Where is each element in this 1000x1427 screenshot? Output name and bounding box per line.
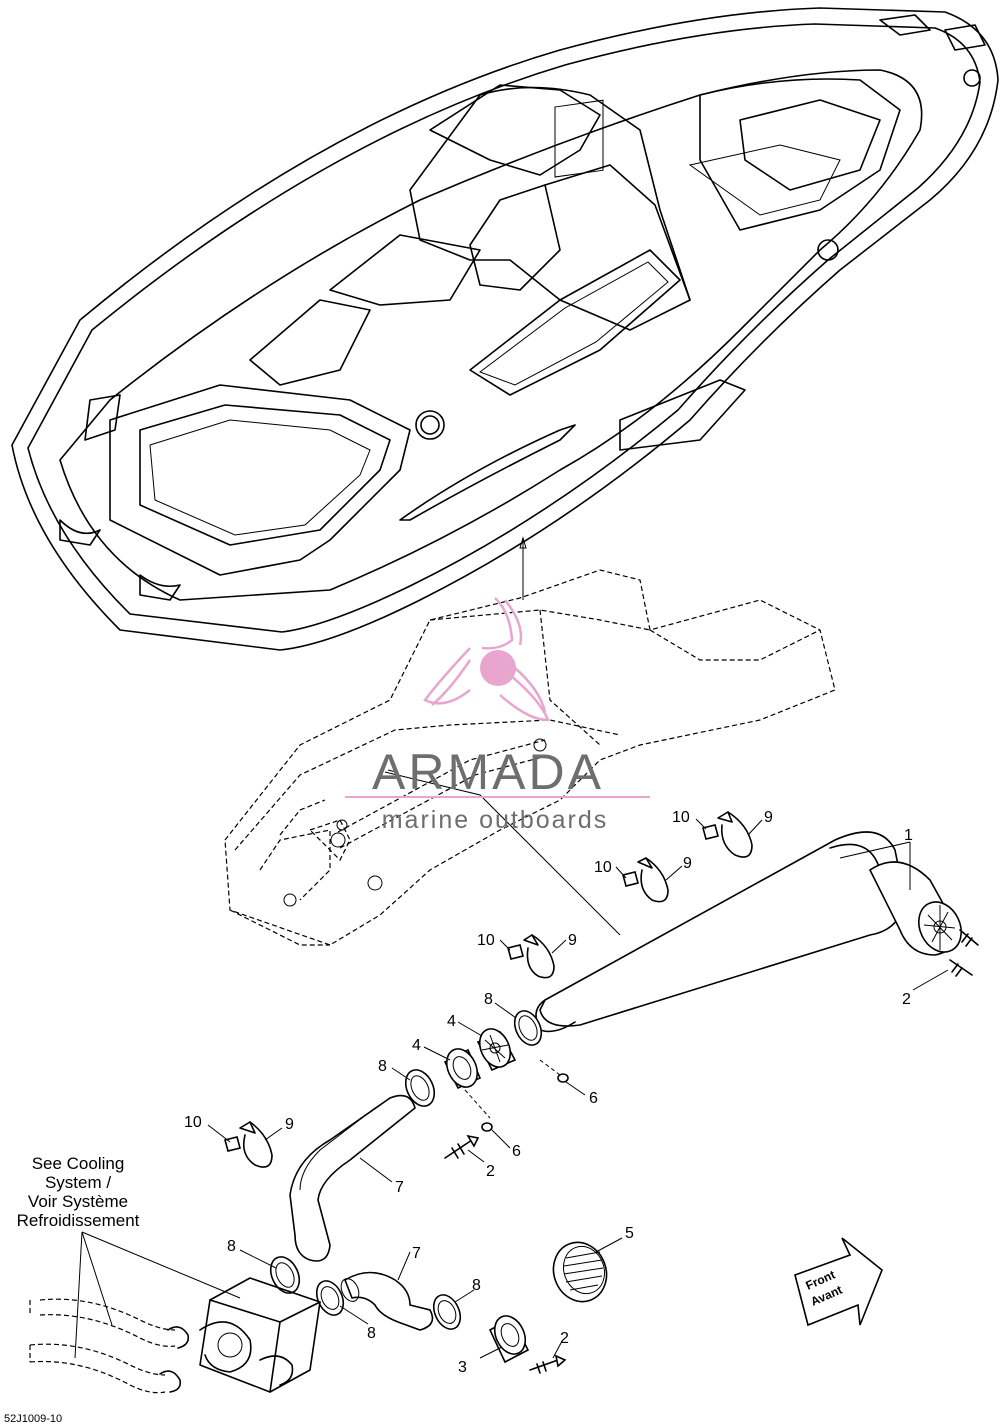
callout-7-lower: 7: [412, 1245, 421, 1262]
callout-8-lower-right: 8: [472, 1277, 481, 1294]
callout-10-left: 10: [184, 1114, 202, 1131]
hose-clamp-lower-right: [432, 1294, 462, 1330]
hull-deck-illustration: [11, 7, 999, 651]
flange-lower: [443, 1048, 482, 1090]
callout-8-upper: 8: [484, 991, 493, 1008]
callout-9-top: 9: [764, 809, 773, 826]
flange-upper: [476, 1028, 517, 1072]
clamp-left: [224, 1121, 273, 1168]
muffler-box: [199, 1277, 321, 1393]
propeller-hub: [480, 650, 516, 686]
washer-upper: [557, 1073, 569, 1083]
screw-lower: [444, 1139, 473, 1159]
watermark-subtitle: marine outboards: [382, 806, 609, 834]
callout-8-mid: 8: [378, 1058, 387, 1075]
callout-4-lower: 4: [412, 1037, 421, 1054]
watermark-brand: ARMADA: [372, 744, 604, 800]
clamp-lower-mid: [507, 934, 555, 979]
callout-2-flange: 2: [486, 1163, 495, 1180]
note-line-4: Refroidissement: [17, 1211, 140, 1230]
callout-3: 3: [458, 1359, 467, 1376]
exhaust-parts: Front Avant: [29, 811, 979, 1394]
hose-clamp-upper: [513, 1010, 543, 1046]
hose-clamp-lower-left: [269, 1256, 301, 1294]
grille-cover: [552, 1241, 608, 1303]
callout-labels: 1 2 2 2 3 4 4 5 6 6 7 7 8 8 8 8 8 9 9 9 …: [184, 809, 913, 1376]
callout-7-upper: 7: [395, 1179, 404, 1196]
callout-8-bottom: 8: [367, 1325, 376, 1342]
propeller-logo: [423, 597, 550, 722]
callout-8-lower-left: 8: [227, 1238, 236, 1255]
callout-10-mid: 10: [594, 859, 612, 876]
exhaust-hose-upper: [289, 1094, 416, 1262]
note-line-2: System /: [45, 1173, 111, 1192]
callout-9-mid: 9: [683, 855, 692, 872]
callout-10-lower: 10: [477, 932, 495, 949]
watermark: ARMADA marine outboards: [345, 597, 650, 834]
note-line-1: See Cooling: [32, 1154, 125, 1173]
hose-clamp-mid: [404, 1069, 436, 1107]
cooling-hoses-dashed: [29, 1298, 190, 1394]
clamp-mid: [622, 857, 669, 903]
callout-6-upper: 6: [589, 1090, 598, 1107]
callout-2-fitting: 2: [560, 1330, 569, 1347]
washer-lower: [481, 1122, 493, 1132]
leader-lines: [74, 818, 949, 1359]
exhaust-hose-lower: [344, 1271, 434, 1331]
callout-9-left: 9: [285, 1116, 294, 1133]
outlet-fitting: [488, 1315, 530, 1364]
callout-4-upper: 4: [447, 1013, 456, 1030]
hose-clamp-lower-mid: [315, 1280, 345, 1316]
front-direction-arrow: Front Avant: [794, 1237, 883, 1327]
outlet-grille: [923, 905, 956, 950]
callout-5: 5: [625, 1225, 634, 1242]
callout-10-top: 10: [672, 809, 690, 826]
callout-6-lower: 6: [512, 1143, 521, 1160]
clamp-top-right: [702, 811, 753, 858]
callout-2-outlet: 2: [902, 991, 911, 1008]
callout-1: 1: [904, 827, 913, 844]
reference-code: 52J1009-10: [4, 1413, 62, 1425]
cooling-system-note: See Cooling System / Voir Système Refroi…: [17, 1154, 140, 1230]
lower-hull-outline: [224, 536, 836, 946]
callout-9-lower: 9: [568, 932, 577, 949]
note-line-3: Voir Système: [28, 1192, 128, 1211]
